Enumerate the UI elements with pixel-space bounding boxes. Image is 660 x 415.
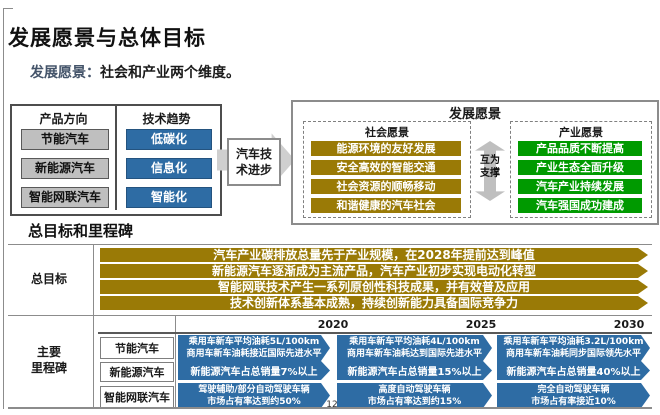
trend-item-intelligence: 智能化 [126, 187, 212, 208]
subtitle-accent: 发展愿景： [30, 65, 100, 81]
milestone-line: 乘用车新车平均油耗3.2L/100km [503, 337, 644, 347]
goal-bar: 技术创新体系基本成熟，持续创新能力具备国际竞争力 [100, 296, 648, 310]
trend-item-informatization: 信息化 [126, 158, 212, 179]
milestone-cell: 新能源汽车占总销量40%以上 [497, 361, 650, 380]
mutual-support-label: 互为 支撑 [468, 155, 512, 180]
goals-section-title: 总目标和里程碑 [28, 222, 134, 240]
milestone-cell: 乘用车新车平均油耗5L/100km 商用车新车油耗接近国际先进水平 [178, 335, 330, 361]
milestone-cell: 驾驶辅助/部分自动驾驶车辆 市场占有率达到约50% [178, 383, 330, 408]
milestone-line: 商用车新车油耗同步国际领先水平 [505, 349, 641, 359]
goal-bar: 汽车产业碳排放总量先于产业规模，在2028年提前达到峰值 [100, 248, 648, 262]
goal-row-label: 总目标 [30, 272, 67, 286]
product-direction-header: 产品方向 [39, 112, 88, 126]
year-label-2030: 2030 [613, 318, 645, 331]
milestone-line: 新能源汽车占总销量7%以上 [190, 367, 318, 378]
section-divider-line [8, 315, 652, 316]
social-vision-item: 社会资源的顺畅移动 [311, 179, 461, 194]
tech-progress-line2: 术进步 [235, 163, 272, 177]
year-label-2020: 2020 [317, 318, 349, 331]
goal-bar: 新能源汽车逐渐成为主流产品，汽车产业初步实现电动化转型 [100, 264, 648, 278]
mutual-support-line2: 支撑 [480, 167, 500, 179]
social-vision-item: 能源环境的友好发展 [311, 141, 461, 156]
milestone-header-line1: 主要 [36, 345, 61, 359]
milestone-line: 乘用车新车平均油耗4L/100km [349, 337, 480, 347]
industry-vision-item: 汽车强国成功建成 [518, 198, 642, 213]
milestone-line: 完全自动驾驶车辆 [537, 384, 610, 395]
milestone-cell: 乘用车新车平均油耗3.2L/100km 商用车新车油耗同步国际领先水平 [497, 335, 650, 361]
tech-progress-line1: 汽车技 [235, 146, 272, 161]
industry-vision-item: 产品品质不断提高 [518, 141, 642, 156]
milestone-line: 市场占有率达到约15% [367, 396, 462, 407]
social-vision-item: 安全高效的智能交通 [311, 160, 461, 175]
milestone-header-line2: 里程碑 [30, 360, 67, 375]
trend-item-low-carbon: 低碳化 [126, 129, 212, 150]
industry-vision-item: 汽车产业持续发展 [518, 179, 642, 194]
mutual-support-line1: 互为 [480, 155, 500, 166]
milestone-line: 市场占有率接近10% [531, 396, 616, 407]
product-item-new-energy: 新能源汽车 [21, 158, 109, 179]
milestone-row-label-icv: 智能网联汽车 [100, 386, 174, 408]
milestone-line: 驾驶辅助/部分自动驾驶车辆 [198, 384, 310, 395]
subtitle: 发展愿景：社会和产业两个维度。 [30, 62, 240, 82]
subtitle-text: 社会和产业两个维度。 [100, 65, 240, 81]
milestone-line: 市场占有率达到约50% [207, 396, 301, 407]
tech-trend-header: 技术趋势 [142, 112, 191, 126]
milestone-line: 新能源汽车占总销量15%以上 [347, 367, 482, 378]
table-top-line [8, 244, 652, 245]
milestone-cell: 新能源汽车占总销量15%以上 [337, 361, 492, 380]
slide-left-border-line [3, 8, 4, 409]
industry-vision-box: 产业愿景 产品品质不断提高 产业生态全面升级 汽车产业持续发展 汽车强国成功建成 [510, 121, 652, 218]
product-item-icv: 智能网联汽车 [21, 187, 109, 208]
product-tech-panel: 产品方向 技术趋势 节能汽车 新能源汽车 智能网联汽车 低碳化 信息化 智能化 [10, 104, 222, 216]
table-bottom-line [8, 407, 652, 409]
vision-panel: 发展愿景 社会愿景 能源环境的友好发展 安全高效的智能交通 社会资源的顺畅移动 … [291, 100, 659, 225]
milestone-line: 商用车新车油耗达到国际先进水平 [346, 349, 482, 359]
panel-divider-line [115, 106, 117, 210]
milestone-line: 高度自动驾驶车辆 [378, 384, 451, 395]
page-number: 12 [326, 400, 338, 410]
social-vision-item: 和谐健康的汽车社会 [311, 198, 461, 213]
tech-progress-label: 汽车技 术进步 [227, 138, 281, 186]
social-vision-box: 社会愿景 能源环境的友好发展 安全高效的智能交通 社会资源的顺畅移动 和谐健康的… [303, 121, 471, 218]
goal-bar: 智能网联技术产生一系列原创性科技成果，并有效普及应用 [100, 280, 648, 294]
milestone-cell: 高度自动驾驶车辆 市场占有率达到约15% [337, 383, 492, 408]
milestone-column-line [175, 315, 176, 408]
year-label-2025: 2025 [465, 318, 497, 331]
timeline-line [98, 332, 652, 334]
vision-title: 发展愿景 [448, 107, 501, 122]
milestone-row-header: 主要 里程碑 [6, 345, 92, 376]
milestone-row-label-energy-saving: 节能汽车 [100, 337, 174, 359]
industry-vision-item: 产业生态全面升级 [518, 160, 642, 175]
social-vision-title: 社会愿景 [365, 126, 409, 139]
slide-top-border-line [3, 8, 13, 9]
industry-vision-title: 产业愿景 [559, 126, 603, 139]
page-title: 发展愿景与总体目标 [8, 26, 206, 50]
milestone-line: 新能源汽车占总销量40%以上 [506, 367, 641, 378]
product-item-energy-saving: 节能汽车 [21, 129, 109, 150]
milestone-line: 商用车新车油耗接近国际先进水平 [186, 349, 322, 359]
milestone-cell: 新能源汽车占总销量7%以上 [178, 361, 330, 380]
label-column-line [93, 244, 94, 408]
milestone-line: 乘用车新车平均油耗5L/100km [188, 337, 320, 347]
milestone-cell: 完全自动驾驶车辆 市场占有率接近10% [497, 383, 650, 408]
milestone-row-label-new-energy: 新能源汽车 [100, 362, 174, 382]
milestone-cell: 乘用车新车平均油耗4L/100km 商用车新车油耗达到国际先进水平 [337, 335, 492, 361]
